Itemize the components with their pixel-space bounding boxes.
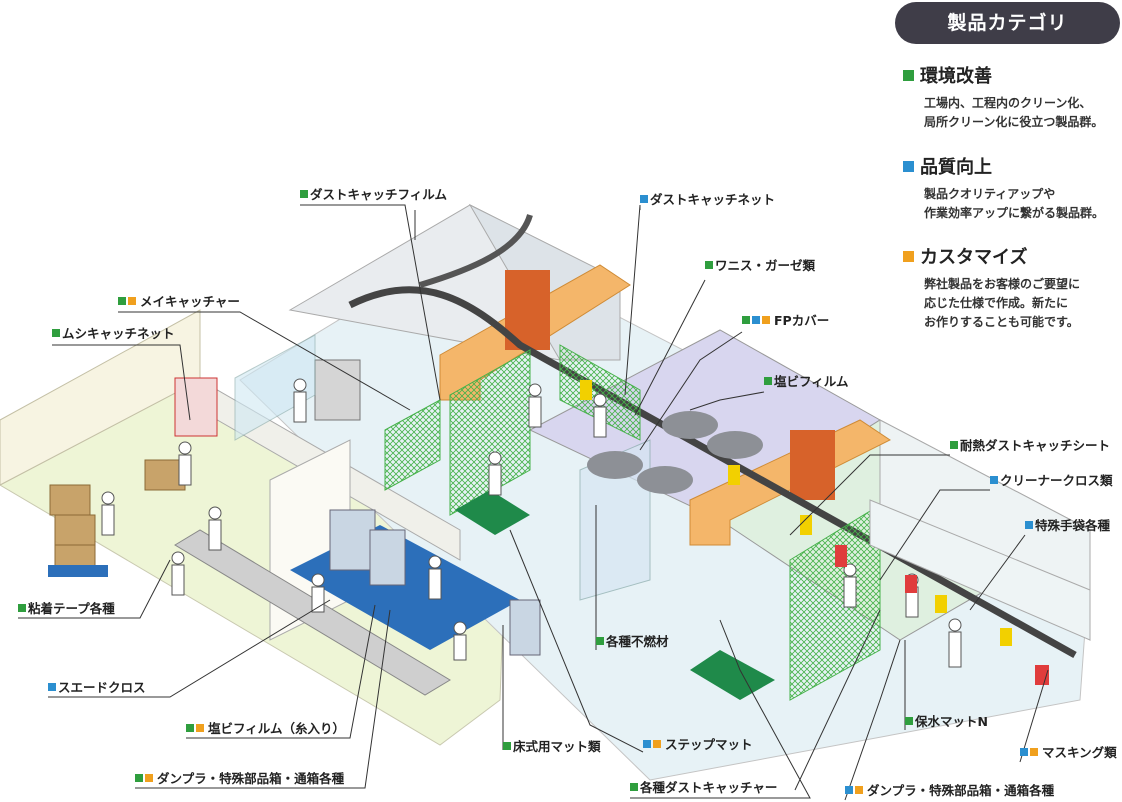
category-mark-environment xyxy=(300,190,308,198)
green-net-3 xyxy=(789,504,881,701)
overhead-rail xyxy=(348,286,1077,659)
category-color-orange xyxy=(903,251,914,262)
category-color-green xyxy=(903,70,914,81)
label-suede-cloth[interactable]: スエードクロス xyxy=(48,680,146,696)
insect-net-curtain xyxy=(174,377,218,437)
label-danpla-boxes-right[interactable]: ダンプラ・特殊部品箱・通箱各種 xyxy=(845,783,1054,799)
label-cleaner-cloth[interactable]: クリーナークロス類 xyxy=(990,473,1113,489)
label-adhesive-tape[interactable]: 粘着テープ各種 xyxy=(18,601,115,617)
label-nonflammable[interactable]: 各種不燃材 xyxy=(596,634,669,650)
label-heat-resistant-sheet[interactable]: 耐熱ダストキャッチシート xyxy=(950,438,1110,454)
category-description: 製品クオリティアップや 作業効率アップに繋がる製品群。 xyxy=(924,187,1105,220)
label-danpla-boxes-left[interactable]: ダンプラ・特殊部品箱・通箱各種 xyxy=(135,771,344,787)
category-panel-title: 製品カテゴリ xyxy=(895,2,1120,44)
category-mark-quality xyxy=(640,195,648,203)
green-net-2 xyxy=(559,344,641,441)
label-special-gloves[interactable]: 特殊手袋各種 xyxy=(1025,518,1110,534)
green-net-1 xyxy=(449,349,531,516)
label-pvc-film[interactable]: 塩ビフィルム xyxy=(764,374,849,390)
category-quality[interactable]: 品質向上 製品クオリティアップや 作業効率アップに繋がる製品群。 xyxy=(903,153,1104,223)
category-environment[interactable]: 環境改善 工場内、工程内のクリーン化、 局所クリーン化に役立つ製品群。 xyxy=(903,62,1103,132)
label-dust-catch-film[interactable]: ダストキャッチフィルム xyxy=(300,187,447,203)
label-floor-mat[interactable]: 床式用マット類 xyxy=(503,739,601,755)
label-masking[interactable]: マスキング類 xyxy=(1020,745,1117,761)
label-dust-catch-net[interactable]: ダストキャッチネット xyxy=(640,192,775,208)
label-step-mat[interactable]: ステップマット xyxy=(643,737,753,753)
robot-arm xyxy=(587,451,643,479)
shelf xyxy=(329,509,376,571)
label-fp-cover[interactable]: FPカバー xyxy=(742,313,829,329)
category-description: 弊社製品をお客様のご要望に 応じた仕様で作成。新たに お作りすることも可能です。 xyxy=(924,277,1081,329)
label-mei-catcher[interactable]: メイキャッチャー xyxy=(118,294,240,310)
hanging-parts xyxy=(580,380,1049,685)
label-dust-catcher[interactable]: 各種ダストキャッチャー xyxy=(630,780,777,796)
leader-lines xyxy=(18,204,1049,801)
category-description: 工場内、工程内のクリーン化、 局所クリーン化に役立つ製品群。 xyxy=(924,96,1104,129)
cardboard-box xyxy=(49,484,91,516)
step-mat-shape xyxy=(690,650,775,700)
category-customize[interactable]: カスタマイズ 弊社製品をお客様のご要望に 応じた仕様で作成。新たに お作りするこ… xyxy=(903,243,1080,332)
label-pvc-film-thread[interactable]: 塩ビフィルム（糸入り） xyxy=(186,721,345,737)
green-mat xyxy=(455,490,530,535)
category-color-blue xyxy=(903,161,914,172)
label-mushi-catch-net[interactable]: ムシキャッチネット xyxy=(52,326,175,342)
workers xyxy=(101,378,962,668)
label-water-retention-mat[interactable]: 保水マットN xyxy=(905,714,988,730)
label-varnish-gauze[interactable]: ワニス・ガーゼ類 xyxy=(705,258,815,274)
